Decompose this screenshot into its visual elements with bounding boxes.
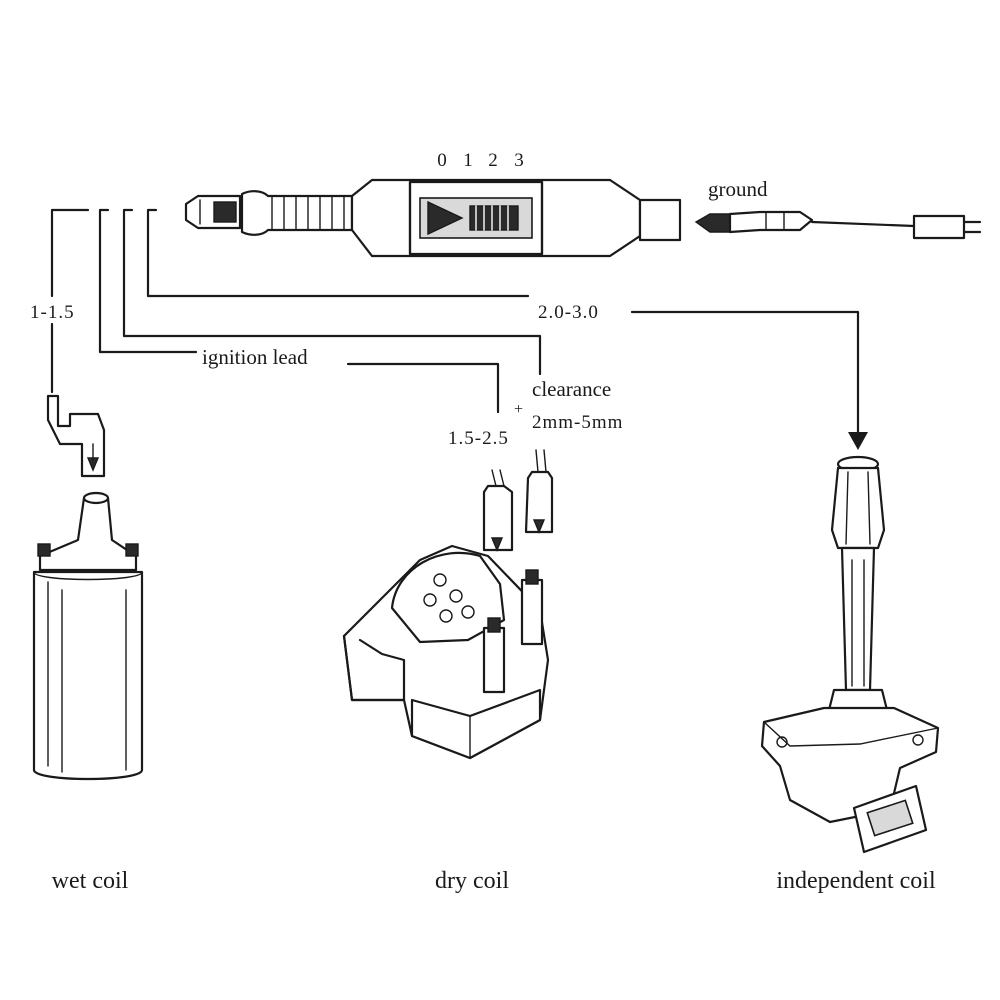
leader-lines	[50, 208, 868, 450]
scale-tick-3: 3	[514, 150, 524, 171]
leader-independent	[146, 208, 530, 298]
tester-rear-stub	[638, 198, 682, 242]
dry-coil-post-right	[520, 578, 544, 646]
independent-coil-boot	[830, 466, 886, 550]
leader-ignition-lead	[98, 208, 198, 354]
range-wet-label: 1-1.5	[30, 302, 75, 323]
scale-tick-1: 1	[463, 150, 473, 171]
ground-label: ground	[708, 177, 768, 201]
wet-coil-boot	[46, 394, 106, 478]
clearance-label: clearance	[532, 377, 611, 401]
independent-coil-shaft	[840, 546, 876, 692]
independent-coil-label: independent coil	[776, 868, 936, 894]
ground-clip: ground	[694, 177, 982, 240]
dry-coil-label: dry coil	[435, 868, 509, 894]
tester-insulator	[240, 190, 354, 236]
scale-tick-0: 0	[437, 150, 447, 171]
spark-tester: 0 1 2 3	[184, 150, 682, 258]
dry-coil-post-left	[482, 626, 506, 694]
dry-coil-dome	[390, 551, 506, 644]
wet-coil-label: wet coil	[52, 868, 129, 894]
ignition-lead-label: ignition lead	[202, 345, 308, 369]
scale-tick-2: 2	[488, 150, 498, 171]
range-dry-label: 1.5-2.5	[448, 428, 509, 449]
tester-barrel	[350, 178, 642, 258]
wet-coil	[32, 394, 144, 781]
plus-mark: +	[514, 401, 523, 418]
leader-clearance	[122, 208, 542, 376]
independent-coil	[760, 455, 940, 854]
arrow-head-independent	[848, 432, 868, 450]
gap-scale: 0 1 2 3	[437, 150, 524, 171]
wet-coil-tower	[38, 496, 138, 572]
dry-coil	[342, 449, 554, 760]
dry-coil-boot-right	[524, 470, 554, 534]
wet-coil-can	[32, 570, 144, 781]
clearance-range-label: 2mm-5mm	[532, 412, 623, 433]
range-independent-label: 2.0-3.0	[538, 302, 599, 323]
tester-tip	[184, 194, 242, 230]
leader-wet	[50, 208, 90, 298]
